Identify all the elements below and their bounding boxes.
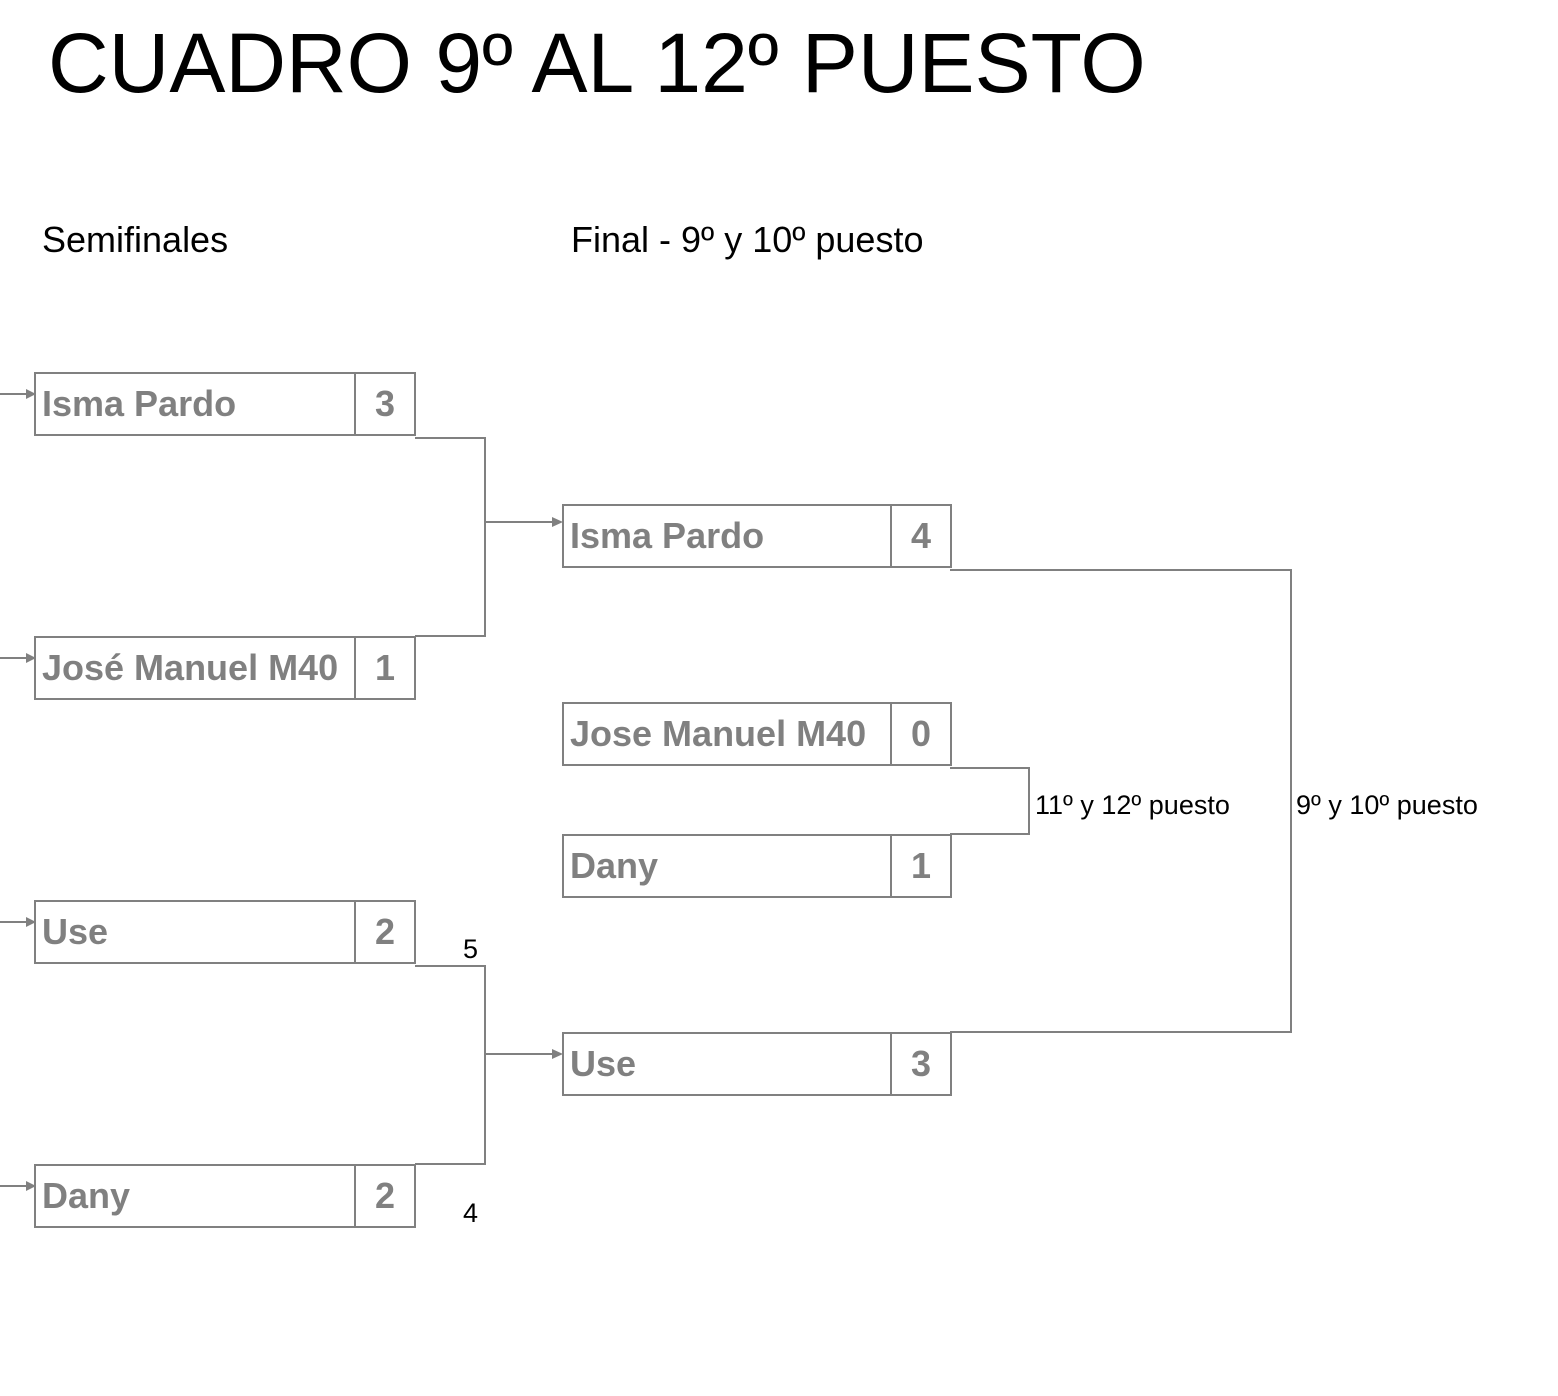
round-label-semifinals: Semifinales bbox=[42, 219, 229, 260]
player-name: Jose Manuel M40 bbox=[564, 704, 892, 764]
placement-label-11-12: 11º y 12º puesto bbox=[1035, 790, 1230, 820]
arrow-head-icon bbox=[26, 389, 36, 399]
connector-line bbox=[415, 437, 486, 637]
player-name: Isma Pardo bbox=[36, 374, 356, 434]
player-name: Dany bbox=[564, 836, 892, 896]
arrow-head-icon bbox=[552, 517, 563, 527]
player-score: 1 bbox=[910, 845, 932, 886]
consolation-slot-1: Jose Manuel M40 0 bbox=[562, 702, 952, 766]
semifinal-slot-4: Dany 2 bbox=[34, 1164, 416, 1228]
player-name: Isma Pardo bbox=[564, 506, 892, 566]
player-name: Dany bbox=[36, 1166, 356, 1226]
semifinal-slot-3: Use 2 bbox=[34, 900, 416, 964]
tiebreak-score: 4 bbox=[463, 1198, 479, 1228]
page-title: CUADRO 9º AL 12º PUESTO bbox=[48, 16, 1146, 110]
player-score: 3 bbox=[374, 383, 396, 424]
player-name: José Manuel M40 bbox=[36, 638, 356, 698]
player-score: 2 bbox=[374, 911, 396, 952]
final-slot-2: Use 3 bbox=[562, 1032, 952, 1096]
semifinal-slot-1: Isma Pardo 3 bbox=[34, 372, 416, 436]
connector-line bbox=[950, 767, 1030, 835]
arrow-head-icon bbox=[26, 653, 36, 663]
final-slot-1: Isma Pardo 4 bbox=[562, 504, 952, 568]
player-score: 0 bbox=[910, 713, 932, 754]
player-name: Use bbox=[564, 1034, 892, 1094]
player-score: 1 bbox=[374, 647, 396, 688]
arrow-head-icon bbox=[26, 917, 36, 927]
consolation-slot-2: Dany 1 bbox=[562, 834, 952, 898]
connector-line bbox=[950, 569, 1292, 1033]
player-score: 4 bbox=[910, 515, 932, 556]
tiebreak-score: 5 bbox=[463, 934, 479, 964]
round-label-final: Final - 9º y 10º puesto bbox=[571, 219, 924, 260]
player-score: 3 bbox=[910, 1043, 932, 1084]
semifinal-slot-2: José Manuel M40 1 bbox=[34, 636, 416, 700]
connector-line bbox=[415, 965, 486, 1165]
player-score: 2 bbox=[374, 1175, 396, 1216]
arrow-head-icon bbox=[26, 1181, 36, 1191]
placement-label-9-10: 9º y 10º puesto bbox=[1296, 790, 1478, 820]
arrow-head-icon bbox=[552, 1049, 563, 1059]
player-name: Use bbox=[36, 902, 356, 962]
